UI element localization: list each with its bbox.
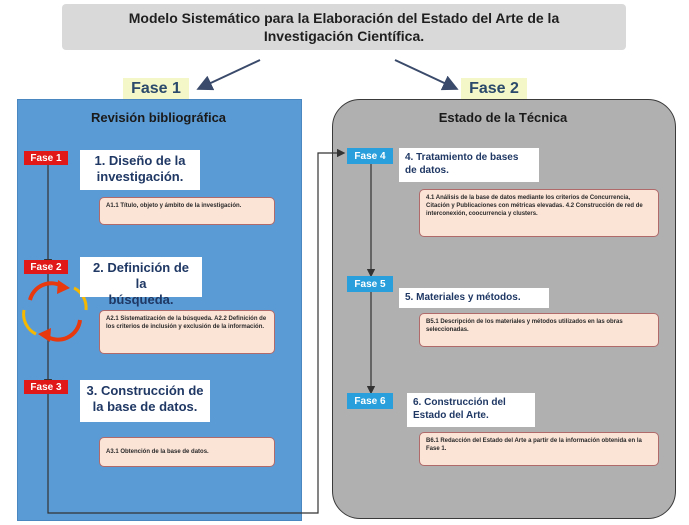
step-4-title: 4. Tratamiento de bases de datos. (399, 148, 539, 182)
step-3-title-line-1: 3. Construcción de (86, 383, 204, 398)
step-1-detail: A1.1 Título, objeto y ámbito de la inves… (99, 197, 275, 225)
step-6-detail: B6.1 Redacción del Estado del Arte a par… (419, 432, 659, 466)
diagram-title: Modelo Sistemático para la Elaboración d… (62, 4, 626, 50)
arrow-to-phase-1 (196, 59, 261, 91)
phase-2-label: Fase 2 (461, 78, 527, 100)
step-5-detail: B5.1 Descripción de los materiales y mét… (419, 313, 659, 347)
step-4-detail: 4.1 Análisis de la base de datos mediant… (419, 189, 659, 237)
tag-fase-3: Fase 3 (24, 380, 68, 394)
left-panel-title: Revisión bibliográfica (90, 110, 227, 125)
step-1-title-line-2: investigación. (96, 169, 184, 184)
arrow-to-phase-2 (394, 59, 459, 91)
step-5-title-line-1: 5. Materiales y métodos. (405, 292, 521, 303)
flow-left-to-right (47, 148, 346, 514)
step-2-title: 2. Definición de la búsqueda. (80, 257, 202, 307)
step-4-title-line-2: de datos. (405, 165, 449, 176)
step-4-title-line-1: 4. Tratamiento de bases (405, 152, 519, 163)
title-line-2: Investigación Científica. (263, 28, 425, 44)
cycle-arrows-icon (22, 280, 88, 342)
step-1-title: 1. Diseño de la investigación. (80, 150, 200, 190)
title-line-1: Modelo Sistemático para la Elaboración d… (128, 10, 560, 26)
step-3-detail: A3.1 Obtención de la base de datos. (99, 437, 275, 467)
step-2-detail: A2.1 Sistematización de la búsqueda. A2.… (99, 310, 275, 354)
step-3-title-line-2: la base de datos. (92, 399, 198, 414)
step-6-title: 6. Construcción del Estado del Arte. (407, 393, 535, 427)
phase-1-label: Fase 1 (123, 78, 189, 100)
step-3-title: 3. Construcción de la base de datos. (80, 380, 210, 422)
step-1-title-line-1: 1. Diseño de la (94, 153, 186, 168)
step-6-title-line-1: 6. Construcción del (413, 397, 506, 408)
tag-fase-2: Fase 2 (24, 260, 68, 274)
tag-fase-1: Fase 1 (24, 151, 68, 165)
tag-fase-4: Fase 4 (347, 148, 393, 164)
step-2-title-line-2: búsqueda. (108, 292, 174, 307)
step-5-title: 5. Materiales y métodos. (399, 288, 549, 308)
step-2-title-line-1: 2. Definición de la (92, 260, 190, 291)
step-6-title-line-2: Estado del Arte. (413, 410, 489, 421)
tag-fase-6: Fase 6 (347, 393, 393, 409)
right-panel-title: Estado de la Técnica (438, 110, 568, 125)
tag-fase-5: Fase 5 (347, 276, 393, 292)
